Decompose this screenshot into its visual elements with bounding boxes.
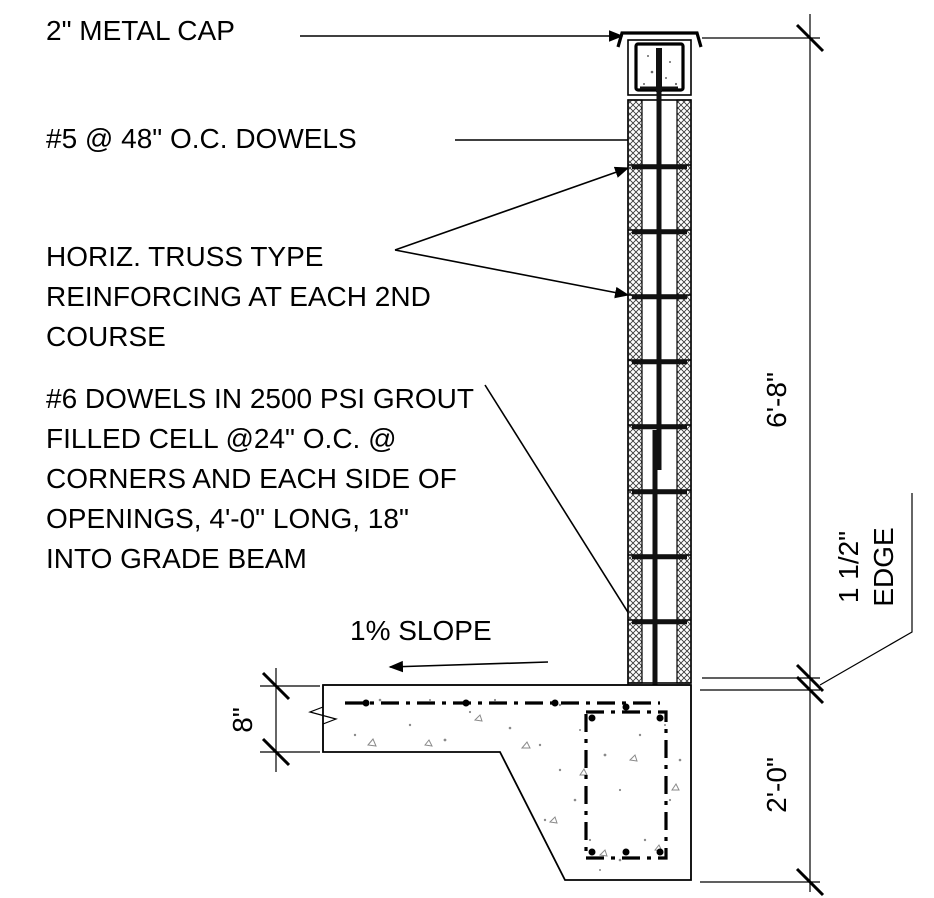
edge-dimension-line2: EDGE [868,527,899,606]
wall-height-dimension: 6'-8" [761,372,792,428]
dowels-6-leader [484,384,654,654]
truss-leader-bottom [394,249,630,299]
grade-beam-bars [362,699,664,856]
slab-and-grade-beam [308,683,692,881]
grade-beam-depth-dimension: 2'-0" [761,757,792,813]
grade-beam-stirrup [584,710,668,860]
truss-leader-top [394,166,630,251]
horiz-truss-label-line2: REINFORCING AT EACH 2ND [46,281,431,312]
horiz-truss-label-line3: COURSE [46,321,166,352]
slab-thickness-dimension-lines [260,668,320,772]
metal-cap [616,31,703,96]
concrete-aggregate [353,698,682,871]
dowels-6-label-line4: OPENINGS, 4'-0" LONG, 18" [46,503,409,534]
horiz-truss-label-line1: HORIZ. TRUSS TYPE [46,241,323,272]
dowels-5-label: #5 @ 48" O.C. DOWELS [46,123,357,154]
concrete-aggregate-triangles [367,714,680,857]
dowels-6-label-line5: INTO GRADE BEAM [46,543,307,574]
wall-face-shell-left [627,99,643,684]
dimension-lines-right [700,14,913,897]
metal-cap-label: 2" METAL CAP [46,15,235,46]
dowels-6-label-line1: #6 DOWELS IN 2500 PSI GROUT [46,383,474,414]
wall-face-shell-right [676,99,692,684]
dowels-6-label-line2: FILLED CELL @24" O.C. @ [46,423,397,454]
slope-arrow [388,660,549,673]
edge-dimension-line1: 1 1/2" [833,531,864,603]
slope-label: 1% SLOPE [350,615,492,646]
slab-thickness-dimension: 8" [227,707,258,733]
dowels-6-label-line3: CORNERS AND EACH SIDE OF [46,463,457,494]
